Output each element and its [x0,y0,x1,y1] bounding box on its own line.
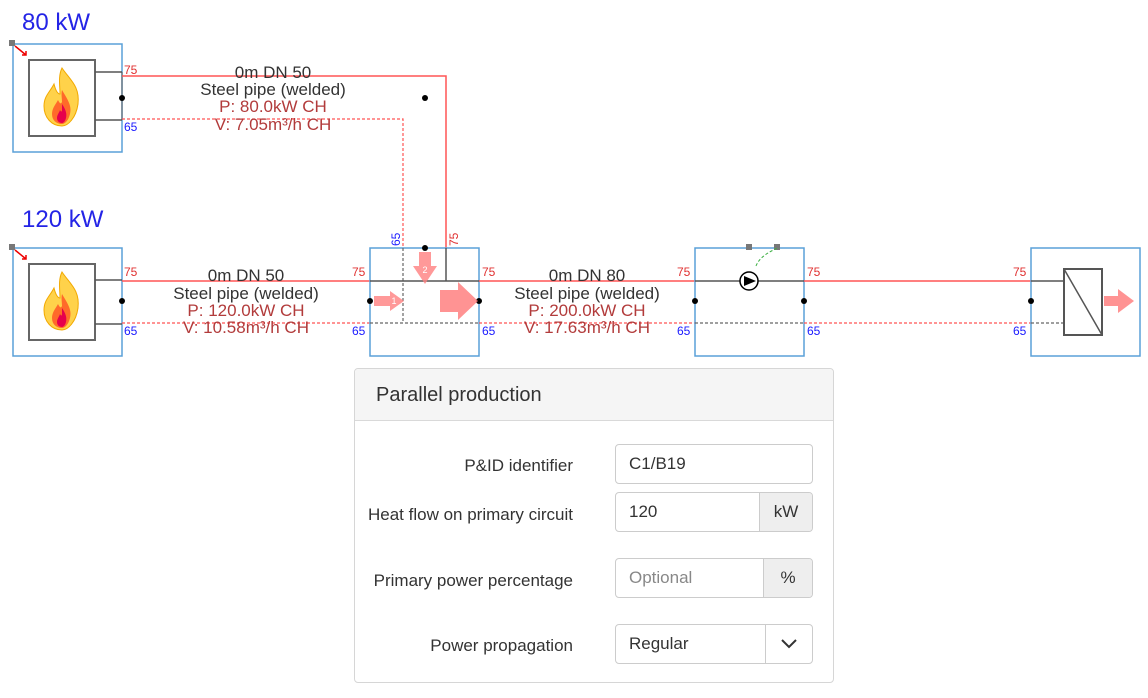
pump-right-node[interactable] [801,298,807,304]
boiler-120-handle[interactable] [9,244,15,250]
mixer-outlet-arrow-icon [440,282,478,320]
pipe-bottom-name: 0m DN 50 [208,266,285,285]
mixer-right-return-temp: 65 [482,324,496,338]
heat-flow-label: Heat flow on primary circuit [367,505,573,524]
pump-right-return-temp: 65 [807,324,821,338]
pump-left-return-temp: 65 [677,324,691,338]
pipe-bottom-labels: 0m DN 50 Steel pipe (welded) P: 120.0kW … [173,266,319,337]
pipe-top-name: 0m DN 50 [235,63,312,82]
pipe-top-labels: 0m DN 50 Steel pipe (welded) P: 80.0kW C… [200,63,346,134]
mixer-left-supply-temp: 75 [352,265,366,279]
pid-diagram: 80 kW 75 65 0m DN 50 Steel pipe (welded)… [9,9,1141,357]
inlet-2-label: 2 [422,265,427,275]
consumer-output-arrow-icon [1104,289,1134,313]
heat-flow-unit: kW [759,493,812,531]
pipe-top-flow: V: 7.05m³/h CH [215,115,332,134]
heat-flow-input-field[interactable] [616,493,760,531]
pump-box[interactable] [694,247,805,357]
boiler-80-handle[interactable] [9,40,15,46]
mixer-top-node[interactable] [422,245,428,251]
flame-icon [43,271,79,331]
pipe-bottom-flow: V: 10.58m³/h CH [183,318,309,337]
panel-title: Parallel production [355,369,833,421]
power-pct-input[interactable]: % [615,558,813,598]
pump-left-node[interactable] [692,298,698,304]
pid-label: P&ID identifier [464,456,573,475]
consumer-supply-temp: 75 [1013,265,1027,279]
pipe-bottom-material: Steel pipe (welded) [173,284,319,303]
boiler-120-power-label: 120 kW [22,206,104,233]
pid-input-field[interactable] [616,445,812,483]
consumer-return-temp: 65 [1013,324,1027,338]
heat-flow-input[interactable]: kW [615,492,813,532]
mixer-top-return-temp: 65 [389,232,403,246]
pipe-top-node[interactable] [422,95,428,101]
inlet-1-label: 1 [391,296,396,306]
pipe-main-labels: 0m DN 80 Steel pipe (welded) P: 200.0kW … [514,266,660,337]
pump-icon [739,271,759,291]
properties-panel: Parallel production P&ID identifier Heat… [354,368,834,683]
boiler-80-return-temp: 65 [124,120,138,134]
power-pct-unit: % [763,559,812,597]
pipe-main-material: Steel pipe (welded) [514,284,660,303]
pipe-main-name: 0m DN 80 [549,266,626,285]
boiler-80-power-label: 80 kW [22,9,90,36]
flame-icon [43,67,79,127]
pid-input[interactable] [615,444,813,484]
boiler-80-connector[interactable] [119,95,125,101]
power-pct-label: Primary power percentage [373,571,573,590]
propagation-select[interactable]: Regular [615,624,813,664]
consumer-left-node[interactable] [1028,298,1034,304]
boiler-120-connector[interactable] [119,298,125,304]
pipe-top-power: P: 80.0kW CH [219,97,327,116]
propagation-value: Regular [629,634,689,653]
boiler-80-supply-temp: 75 [124,63,138,77]
boiler-120-return-temp: 65 [124,324,138,338]
mixer-top-supply-temp: 75 [447,232,461,246]
pipe-top-supply[interactable] [122,75,447,248]
pump-right-supply-temp: 75 [807,265,821,279]
power-pct-input-field[interactable] [616,559,764,597]
boiler-80-arrow-icon [14,45,27,56]
mixer-left-node[interactable] [367,298,373,304]
pipe-main-power: P: 200.0kW CH [528,301,645,320]
propagation-label: Power propagation [430,636,573,655]
mixer-right-node[interactable] [476,298,482,304]
inlet-2-arrow-icon [413,252,437,284]
pump-left-supply-temp: 75 [677,265,691,279]
pipe-main-flow: V: 17.63m³/h CH [524,318,650,337]
pipe-top-material: Steel pipe (welded) [200,80,346,99]
pump-handle-right[interactable] [774,244,780,250]
pump-handle-left[interactable] [746,244,752,250]
pipe-bottom-power: P: 120.0kW CH [187,301,304,320]
inlet-1-arrow-icon [374,291,404,311]
boiler-120-arrow-icon [14,249,27,260]
mixer-left-return-temp: 65 [352,324,366,338]
boiler-120-supply-temp: 75 [124,265,138,279]
heat-exchanger-icon [1063,268,1103,336]
chevron-down-icon[interactable] [765,625,812,663]
mixer-right-supply-temp: 75 [482,265,496,279]
